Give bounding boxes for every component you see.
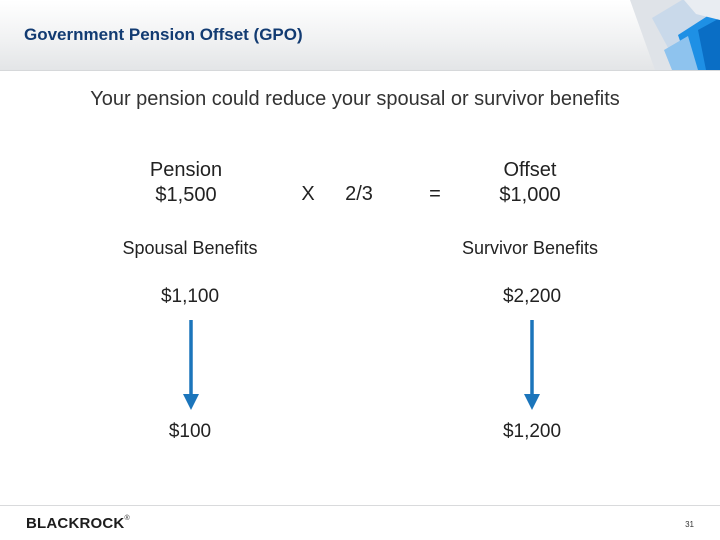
offset-value: $1,000 [499, 184, 561, 206]
pension-value: $1,500 [155, 184, 217, 206]
survivor-benefits-heading: Survivor Benefits [461, 238, 599, 258]
spousal-before-value: $1,100 [160, 286, 220, 307]
offset-label: Offset [503, 159, 557, 181]
brand-text: BLACKROCK [26, 515, 125, 532]
down-arrow-icon [524, 320, 540, 410]
brand-trademark: ® [124, 515, 130, 522]
page-number: 31 [685, 520, 694, 529]
survivor-after-value: $1,200 [502, 421, 562, 442]
multiply-sign: X [301, 183, 315, 205]
survivor-before-value: $2,200 [502, 286, 562, 307]
blackrock-logo: BLACKROCK® [26, 515, 130, 532]
fraction: 2/3 [345, 183, 373, 205]
offset-block: Offset $1,000 [480, 158, 580, 208]
slide-header: Government Pension Offset (GPO) [0, 0, 720, 71]
blackrock-cube-icon [630, 0, 720, 70]
spousal-benefits-heading: Spousal Benefits [122, 238, 258, 258]
slide-title: Government Pension Offset (GPO) [24, 25, 303, 44]
equals-sign: = [429, 183, 441, 205]
down-arrow-icon [183, 320, 199, 410]
pension-label: Pension [149, 159, 223, 181]
footer-divider [0, 505, 720, 506]
spousal-after-value: $100 [168, 421, 212, 442]
slide-subtitle: Your pension could reduce your spousal o… [90, 88, 620, 110]
pension-block: Pension $1,500 [136, 158, 236, 208]
